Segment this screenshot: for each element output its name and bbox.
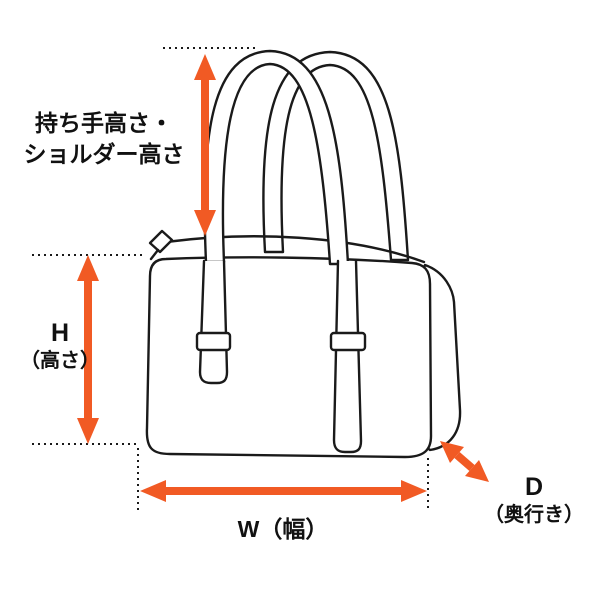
- height-arrow-head-up: [77, 255, 99, 281]
- height-label: H （高さ）: [12, 318, 108, 374]
- depth-label-letter: D: [524, 473, 544, 501]
- handle-height-label: 持ち手高さ・ ショルダー高さ: [16, 108, 192, 170]
- width-arrow: [140, 480, 427, 502]
- rear-handle: [262, 50, 410, 262]
- height-arrow: [77, 255, 99, 444]
- left-strap: [198, 259, 229, 385]
- zipper-line: [164, 235, 426, 264]
- width-arrow-head-left: [140, 480, 166, 502]
- right-strap-band: [329, 331, 367, 352]
- handle-height-arrow-head-up: [194, 54, 216, 80]
- depth-arrow-shaft: [454, 451, 475, 472]
- height-label-letter: H: [50, 319, 70, 347]
- depth-label: D （奥行き）: [476, 472, 592, 528]
- bag-drawing: [145, 49, 462, 459]
- depth-label-unit: （奥行き）: [484, 504, 584, 526]
- right-strap: [332, 259, 363, 454]
- depth-arrow-head-down: [465, 460, 489, 482]
- dotted-guides: [32, 47, 429, 512]
- depth-arrow: [440, 441, 489, 482]
- zipper-pull-tab: [149, 248, 160, 261]
- zipper-pull: [148, 229, 174, 254]
- bag-front-panel: [145, 256, 433, 459]
- handle-height-arrow: [194, 54, 216, 236]
- height-label-unit: （高さ）: [20, 350, 100, 372]
- handle-height-label-line1: 持ち手高さ・: [35, 110, 173, 136]
- width-label: W（幅）: [237, 516, 329, 542]
- width-arrow-head-right: [401, 480, 427, 502]
- handle-height-arrow-head-down: [194, 210, 216, 236]
- handle-height-label-line2: ショルダー高さ: [23, 141, 185, 168]
- depth-arrow-head-up: [440, 441, 464, 463]
- left-strap-band: [195, 331, 232, 352]
- height-arrow-head-down: [77, 418, 99, 444]
